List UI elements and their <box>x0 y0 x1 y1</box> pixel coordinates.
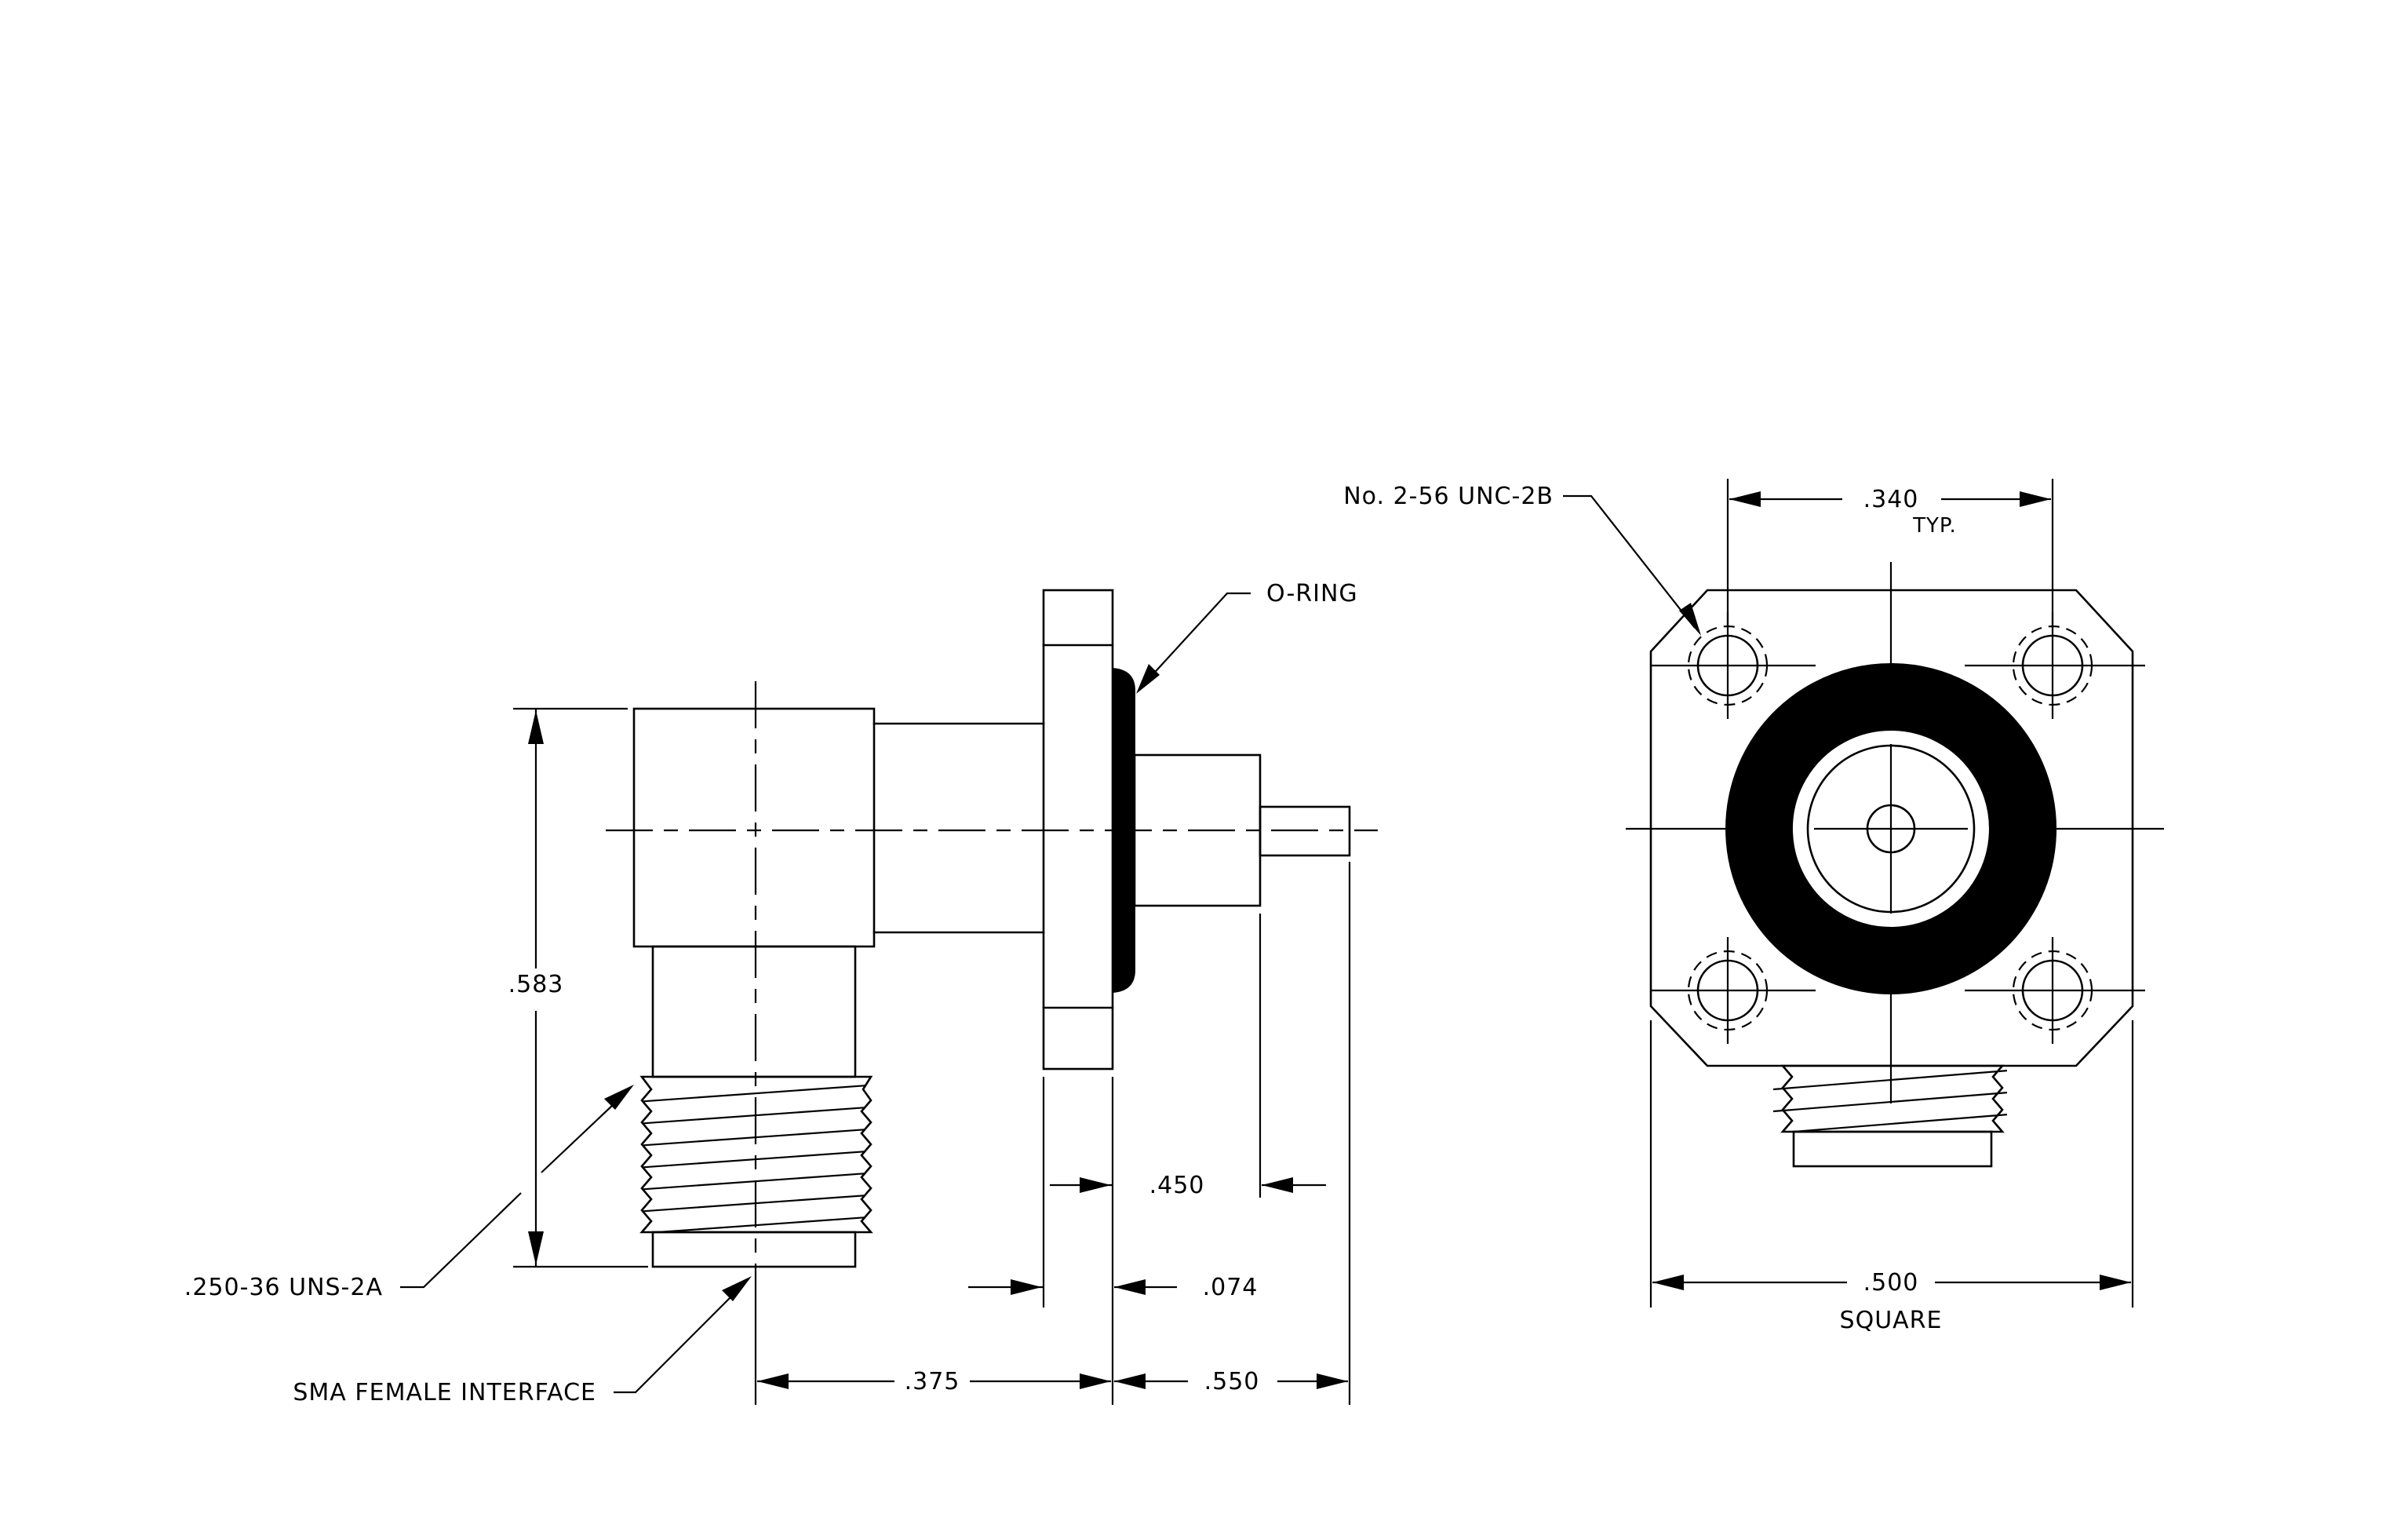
dim-flange-size-label: .500 <box>1863 1269 1919 1297</box>
leader-oring: O-RING <box>1136 580 1358 694</box>
interface-callout: SMA FEMALE INTERFACE <box>293 1379 596 1406</box>
dim-bottom-row: .375 .550 <box>754 862 1351 1405</box>
leader-thread: .250-36 UNS-2A <box>184 1085 634 1301</box>
tapped-holes-callout: No. 2-56 UNC-2B <box>1343 483 1554 510</box>
mounting-holes <box>1651 612 2145 1044</box>
leader-interface: SMA FEMALE INTERFACE <box>293 1276 752 1406</box>
dim-flange-to-tip: .450 <box>1050 914 1326 1199</box>
thread-section <box>639 1075 873 1234</box>
dim-axis-to-flange-label: .375 <box>905 1368 960 1395</box>
dim-hole-spacing: .340 TYP. <box>1726 479 2054 628</box>
connector-neck <box>651 945 857 1078</box>
front-o-ring <box>1725 663 2056 994</box>
dim-hole-spacing-note: TYP. <box>1912 514 1957 538</box>
leader-tapped-holes: No. 2-56 UNC-2B <box>1343 483 1701 636</box>
dim-flange-size: .500 SQUARE <box>1649 1020 2134 1334</box>
thread-callout: .250-36 UNS-2A <box>184 1274 383 1301</box>
dim-flange-to-tip-label: .450 <box>1149 1172 1205 1199</box>
dim-hole-spacing-label: .340 <box>1863 486 1919 513</box>
dim-flange-thickness: .074 <box>968 1077 1259 1405</box>
bottom-collar <box>651 1231 857 1268</box>
side-view: .583 .450 .074 <box>184 580 1378 1406</box>
front-flange <box>1649 589 2134 1067</box>
oring-callout: O-RING <box>1266 580 1358 607</box>
dim-flange-thickness-label: .074 <box>1203 1274 1259 1301</box>
connector-body <box>632 707 876 948</box>
dim-flange-to-end-label: .550 <box>1204 1368 1260 1395</box>
dim-height: .583 <box>508 707 648 1268</box>
dim-height-label: .583 <box>508 971 564 998</box>
dim-flange-size-note: SQUARE <box>1840 1307 1943 1334</box>
front-view: .340 TYP. .500 SQUARE No. 2-56 UNC-2B <box>1343 479 2164 1334</box>
